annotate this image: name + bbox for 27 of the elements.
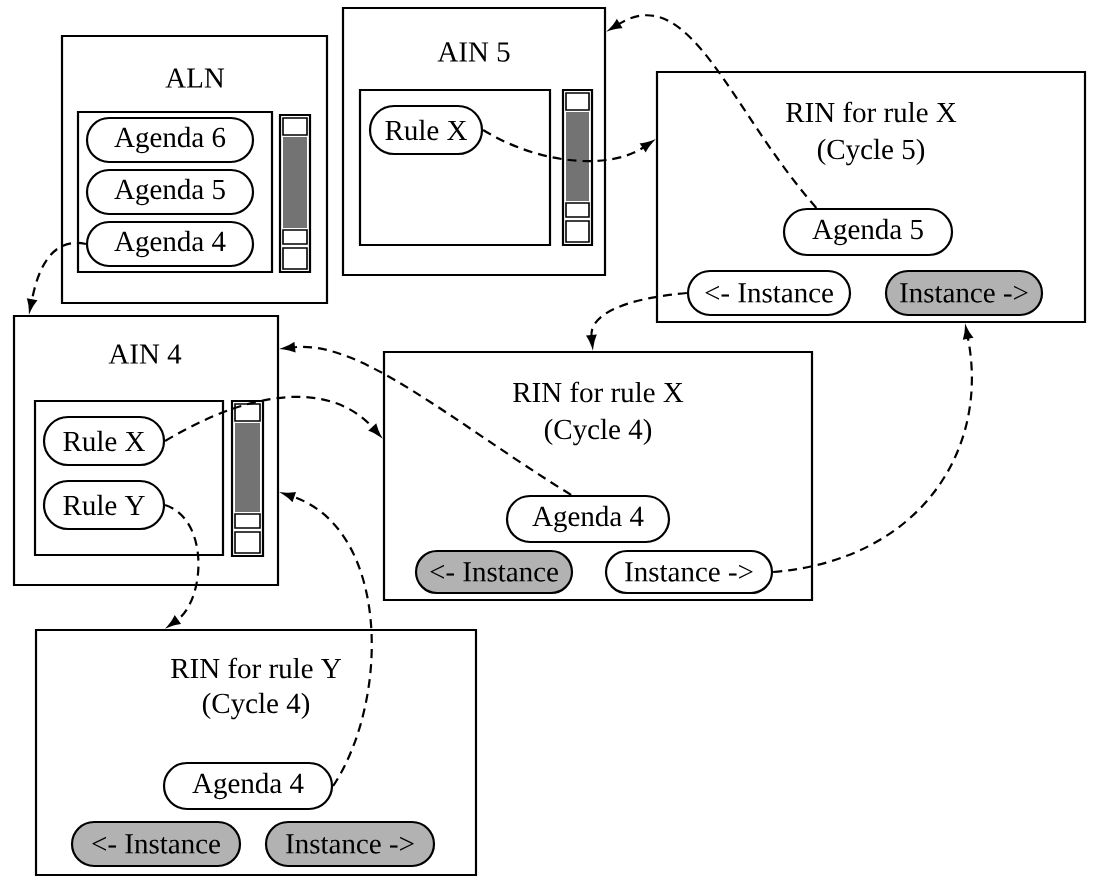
pill-button: <- Instance [414, 549, 574, 595]
list-pane [33, 399, 225, 557]
pill-button: Rule Y [42, 479, 166, 531]
arrow [164, 395, 381, 442]
arrow [282, 342, 572, 496]
arrow [282, 492, 373, 787]
pill-button: Agenda 6 [85, 116, 255, 164]
pill-button: Instance -> [884, 269, 1044, 317]
arrow [482, 129, 653, 163]
pill-button: Agenda 4 [85, 220, 255, 268]
list-pane [76, 110, 274, 274]
pill-button: Instance -> [604, 549, 774, 595]
pill-button: Agenda 4 [162, 761, 334, 811]
pill-button: Rule X [42, 415, 166, 467]
arrow [164, 504, 200, 628]
arrow [586, 291, 688, 348]
arrow [609, 14, 818, 209]
pill-button: <- Instance [70, 820, 242, 868]
pill-button: Agenda 5 [782, 207, 954, 257]
pill-button: <- Instance [686, 269, 852, 317]
pill-button: Agenda 4 [505, 494, 671, 544]
pill-button: Instance -> [264, 820, 436, 868]
pill-button: Agenda 5 [85, 168, 255, 216]
list-pane [358, 88, 552, 247]
arrow [772, 326, 973, 574]
arrow [27, 241, 87, 312]
pill-button: Rule X [368, 104, 484, 156]
